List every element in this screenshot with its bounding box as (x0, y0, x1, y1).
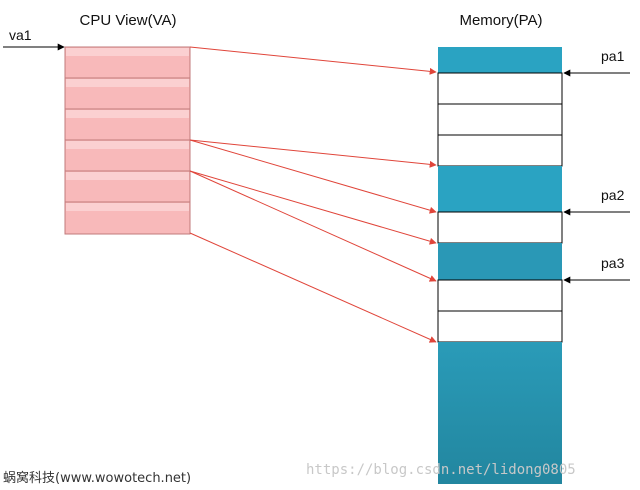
pa-frame-free (438, 47, 562, 73)
pa-column (437, 47, 563, 484)
pa-frame-free-large (438, 342, 562, 484)
pa-frame-used (437, 310, 563, 343)
va-column (64, 46, 191, 235)
pa-frame-free (438, 243, 562, 280)
va-page-highlight (66, 79, 189, 87)
mapping-arrow (189, 46, 437, 75)
mapping-arrow (189, 139, 437, 214)
pa1-label: pa1 (601, 48, 625, 64)
site-watermark: 蜗窝科技(www.wowotech.net) (3, 470, 191, 486)
pa-frame-used (437, 103, 563, 136)
mapping-arrows (189, 46, 437, 343)
blog-watermark: https://blog.csdn.net/lidong0805 (306, 462, 576, 478)
pa3-label: pa3 (601, 255, 625, 271)
cpu-view-title: CPU View(VA) (80, 12, 177, 29)
va-page-highlight (66, 203, 189, 211)
va-page-highlight (66, 48, 189, 56)
mapping-arrow (189, 170, 437, 245)
pa-frame-used (437, 279, 563, 312)
va-page-highlight (66, 141, 189, 149)
pa-frame-free (438, 166, 562, 212)
pa-frame-used (437, 211, 563, 244)
va1-label: va1 (9, 27, 32, 43)
va-page-highlight (66, 172, 189, 180)
mapping-arrow (189, 170, 437, 282)
mapping-arrow (189, 139, 437, 168)
pa2-label: pa2 (601, 187, 625, 203)
va-page-highlight (66, 110, 189, 118)
pa-frame-used (437, 134, 563, 167)
mapping-arrow (189, 232, 437, 343)
memory-title: Memory(PA) (459, 12, 542, 29)
pa-frame-used (437, 72, 563, 105)
